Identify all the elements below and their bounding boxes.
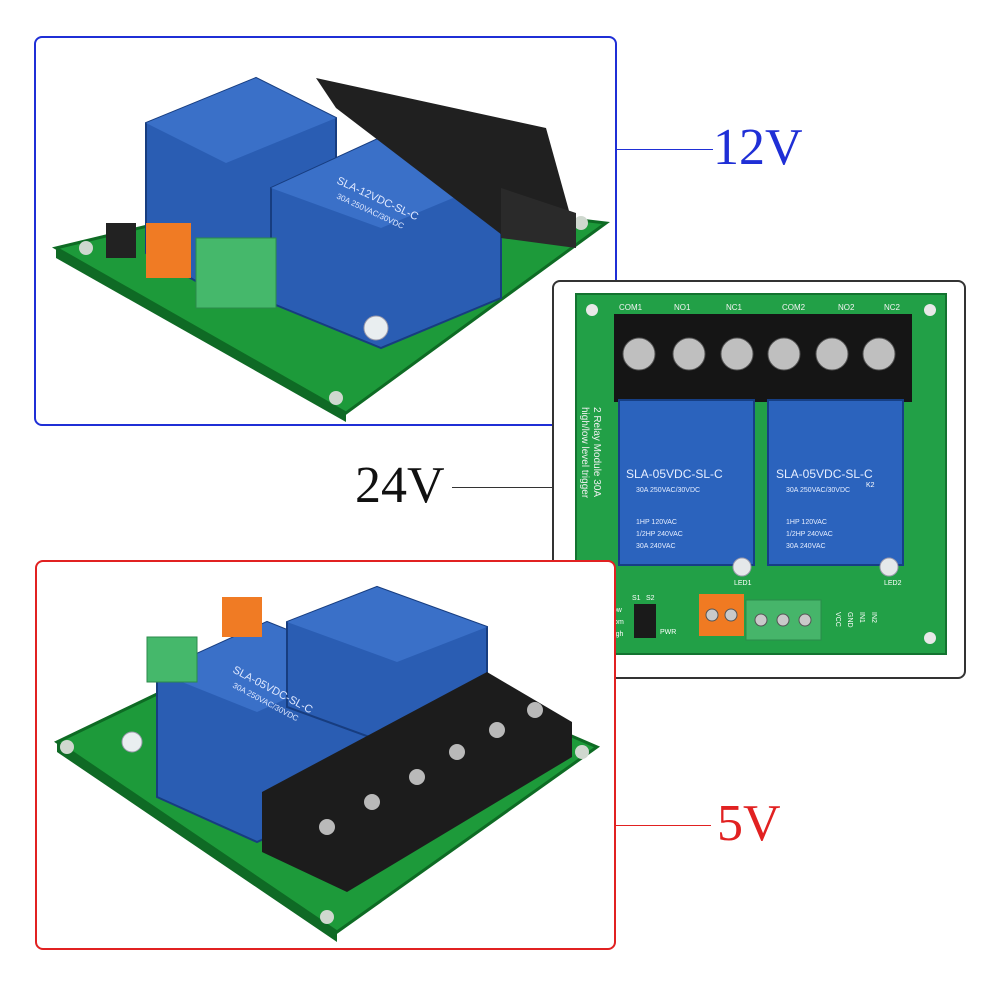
- terminal-label-nc2: NC2: [884, 303, 901, 312]
- relay-left-model: SLA-05VDC-SL-C: [626, 467, 723, 481]
- terminal-label-no2: NO2: [838, 303, 855, 312]
- pin-label-vcc: VCC: [834, 612, 841, 627]
- relay-right-line-2: 1/2HP 240VAC: [786, 531, 833, 538]
- jumper-label-s1: S1: [632, 595, 641, 602]
- leader-12v: [617, 149, 713, 150]
- relay-left-line-2: 1/2HP 240VAC: [636, 531, 683, 538]
- product-photo-24v: COM1 NO1 NC1 COM2 NO2 NC2 SLA-05VDC-SL-C…: [552, 280, 966, 679]
- relay-right-model: SLA-05VDC-SL-C: [776, 467, 873, 481]
- voltage-label-5v: 5V: [717, 795, 781, 852]
- relay-right-line-3: 30A 240VAC: [786, 543, 826, 550]
- k2-label: K2: [866, 482, 875, 489]
- relay-left-line-3: 30A 240VAC: [636, 543, 676, 550]
- led1-label: LED1: [734, 580, 752, 587]
- board-side-text-2: high/low level trigger: [579, 407, 590, 499]
- board-side-text-1: 2 Relay Module 30A: [591, 407, 602, 497]
- relay-board-5v-image: SLA-05VDC-SL-C 30A 250VAC/30VDC: [53, 585, 601, 942]
- level-label-com: Com: [609, 619, 624, 626]
- pin-label-in1: IN1: [858, 612, 865, 623]
- leader-5v: [616, 825, 711, 826]
- terminal-label-com1: COM1: [619, 303, 643, 312]
- relay-left-rating: 30A 250VAC/30VDC: [636, 487, 700, 494]
- relay-board-12v-image: SLA-12VDC-SL-C 30A 250VAC/30VDC: [51, 76, 610, 422]
- relay-right-line-1: 1HP 120VAC: [786, 519, 827, 526]
- pin-label-gnd: GND: [846, 612, 853, 628]
- product-photo-5v: SLA-05VDC-SL-C 30A 250VAC/30VDC: [35, 560, 616, 950]
- level-label-high: High: [609, 631, 624, 638]
- led2-label: LED2: [884, 580, 902, 587]
- product-photo-12v: SLA-12VDC-SL-C 30A 250VAC/30VDC: [34, 36, 617, 426]
- voltage-label-24v: 24V: [355, 457, 445, 514]
- voltage-label-12v: 12V: [713, 119, 803, 176]
- relay-right-rating: 30A 250VAC/30VDC: [786, 487, 850, 494]
- terminal-label-nc1: NC1: [726, 303, 743, 312]
- leader-24v: [452, 487, 552, 488]
- jumper-label-s2: S2: [646, 595, 655, 602]
- relay-left-line-1: 1HP 120VAC: [636, 519, 677, 526]
- terminal-label-no1: NO1: [674, 303, 691, 312]
- pwr-label: PWR: [660, 629, 676, 636]
- pin-label-in2: IN2: [870, 612, 877, 623]
- relay-board-24v-image: COM1 NO1 NC1 COM2 NO2 NC2 SLA-05VDC-SL-C…: [575, 293, 947, 655]
- terminal-label-com2: COM2: [782, 303, 806, 312]
